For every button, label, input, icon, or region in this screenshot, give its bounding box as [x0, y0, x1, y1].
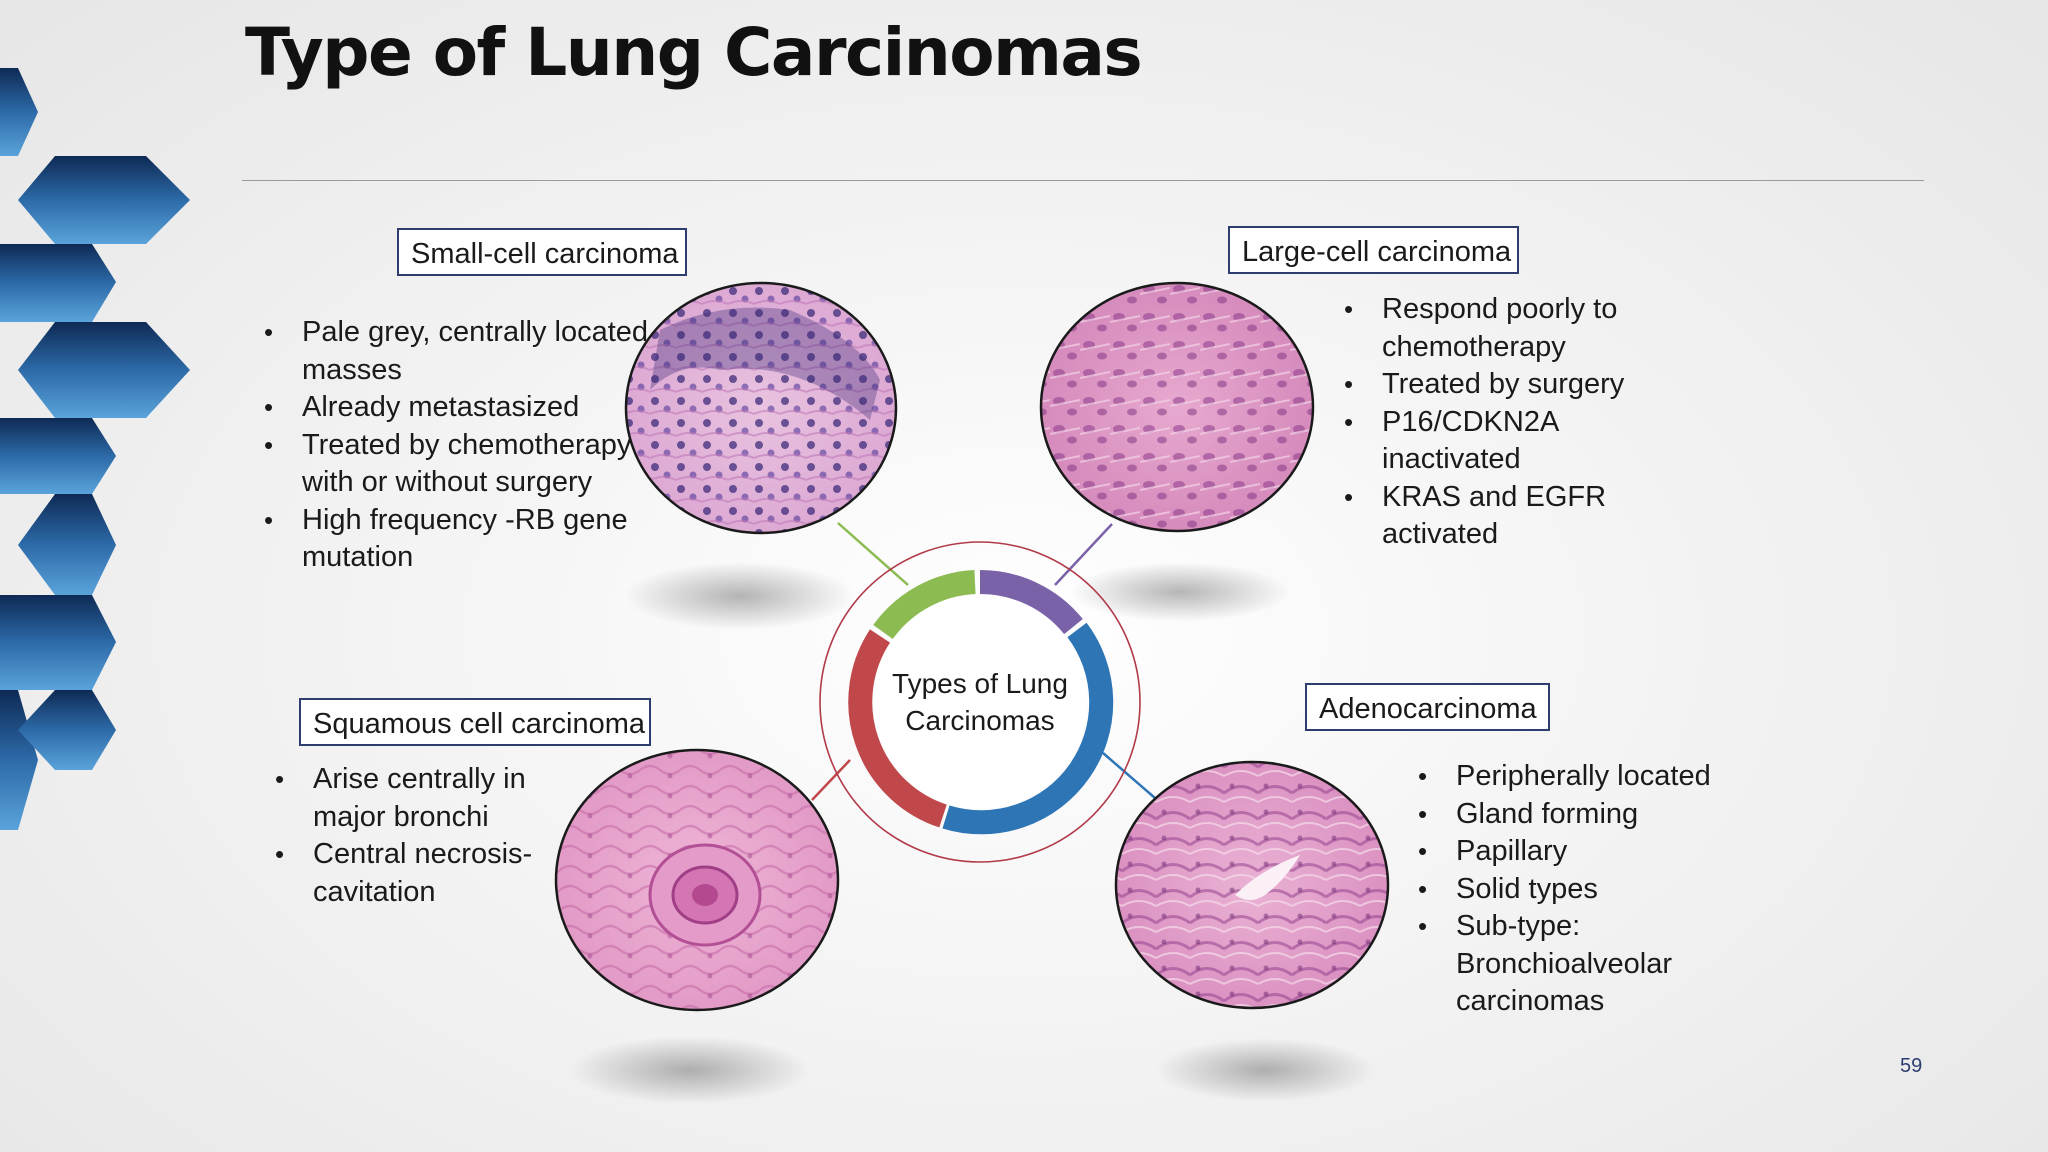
micrograph-squamous [554, 748, 840, 1012]
large-cell-bullet: Respond poorly to chemotherapy [1342, 291, 1672, 366]
shadow-small-cell [625, 562, 855, 630]
connector-squamous [811, 759, 851, 801]
label-small-cell: Small-cell carcinoma [397, 228, 687, 276]
small-cell-bullet: Treated by chemotherapy with or without … [262, 427, 652, 502]
large-cell-bullet: Treated by surgery [1342, 366, 1672, 404]
micrograph-adeno [1114, 760, 1390, 1010]
page-number: 59 [1900, 1055, 1923, 1077]
adeno-bullet: Gland forming [1416, 796, 1716, 834]
squamous-bullet: Arise centrally in major bronchi [273, 761, 553, 836]
small-cell-bullet: High frequency -RB gene mutation [262, 502, 652, 577]
donut-center [873, 595, 1087, 809]
large-cell-bullets: Respond poorly to chemotherapy Treated b… [1342, 291, 1672, 554]
outer-ring [819, 541, 1141, 863]
large-cell-bullet: P16/CDKN2A inactivated [1342, 404, 1672, 479]
micrograph-small-cell [624, 281, 898, 535]
squamous-bullets: Arise centrally in major bronchi Central… [273, 761, 553, 911]
shadow-large-cell [1070, 562, 1290, 622]
label-squamous: Squamous cell carcinoma [299, 698, 651, 746]
large-cell-bullet: KRAS and EGFR activated [1342, 479, 1672, 554]
small-cell-bullet: Pale grey, centrally located masses [262, 314, 652, 389]
label-adeno: Adenocarcinoma [1305, 683, 1550, 731]
shadow-adeno [1155, 1038, 1375, 1102]
title-divider [242, 180, 1924, 181]
small-cell-bullet: Already metastasized [262, 389, 652, 427]
center-label: Types of Lung Carcinomas [892, 668, 1068, 736]
small-cell-bullets: Pale grey, centrally located masses Alre… [262, 314, 652, 577]
donut-segment-red [848, 629, 947, 828]
hexagon-decoration [0, 68, 190, 830]
donut-segment-purple [979, 569, 1083, 635]
shadow-squamous [570, 1036, 810, 1104]
micrograph-large-cell [1039, 281, 1315, 533]
squamous-bullet: Central necrosis-cavitation [273, 836, 553, 911]
connector-small-cell [837, 522, 909, 586]
adeno-bullet: Papillary [1416, 833, 1716, 871]
adeno-bullets: Peripherally located Gland forming Papil… [1416, 758, 1716, 1021]
adeno-bullet: Solid types [1416, 871, 1716, 909]
connector-large-cell [1054, 523, 1113, 586]
donut-segment-blue [942, 622, 1114, 835]
connector-adeno [1102, 752, 1156, 799]
adeno-bullet: Peripherally located [1416, 758, 1716, 796]
slide-title: Type of Lung Carcinomas [245, 14, 1143, 91]
label-large-cell: Large-cell carcinoma [1228, 226, 1519, 274]
adeno-bullet: Sub-type: Bronchioalveolar carcinomas [1416, 908, 1716, 1021]
donut-segment-green [873, 570, 976, 640]
